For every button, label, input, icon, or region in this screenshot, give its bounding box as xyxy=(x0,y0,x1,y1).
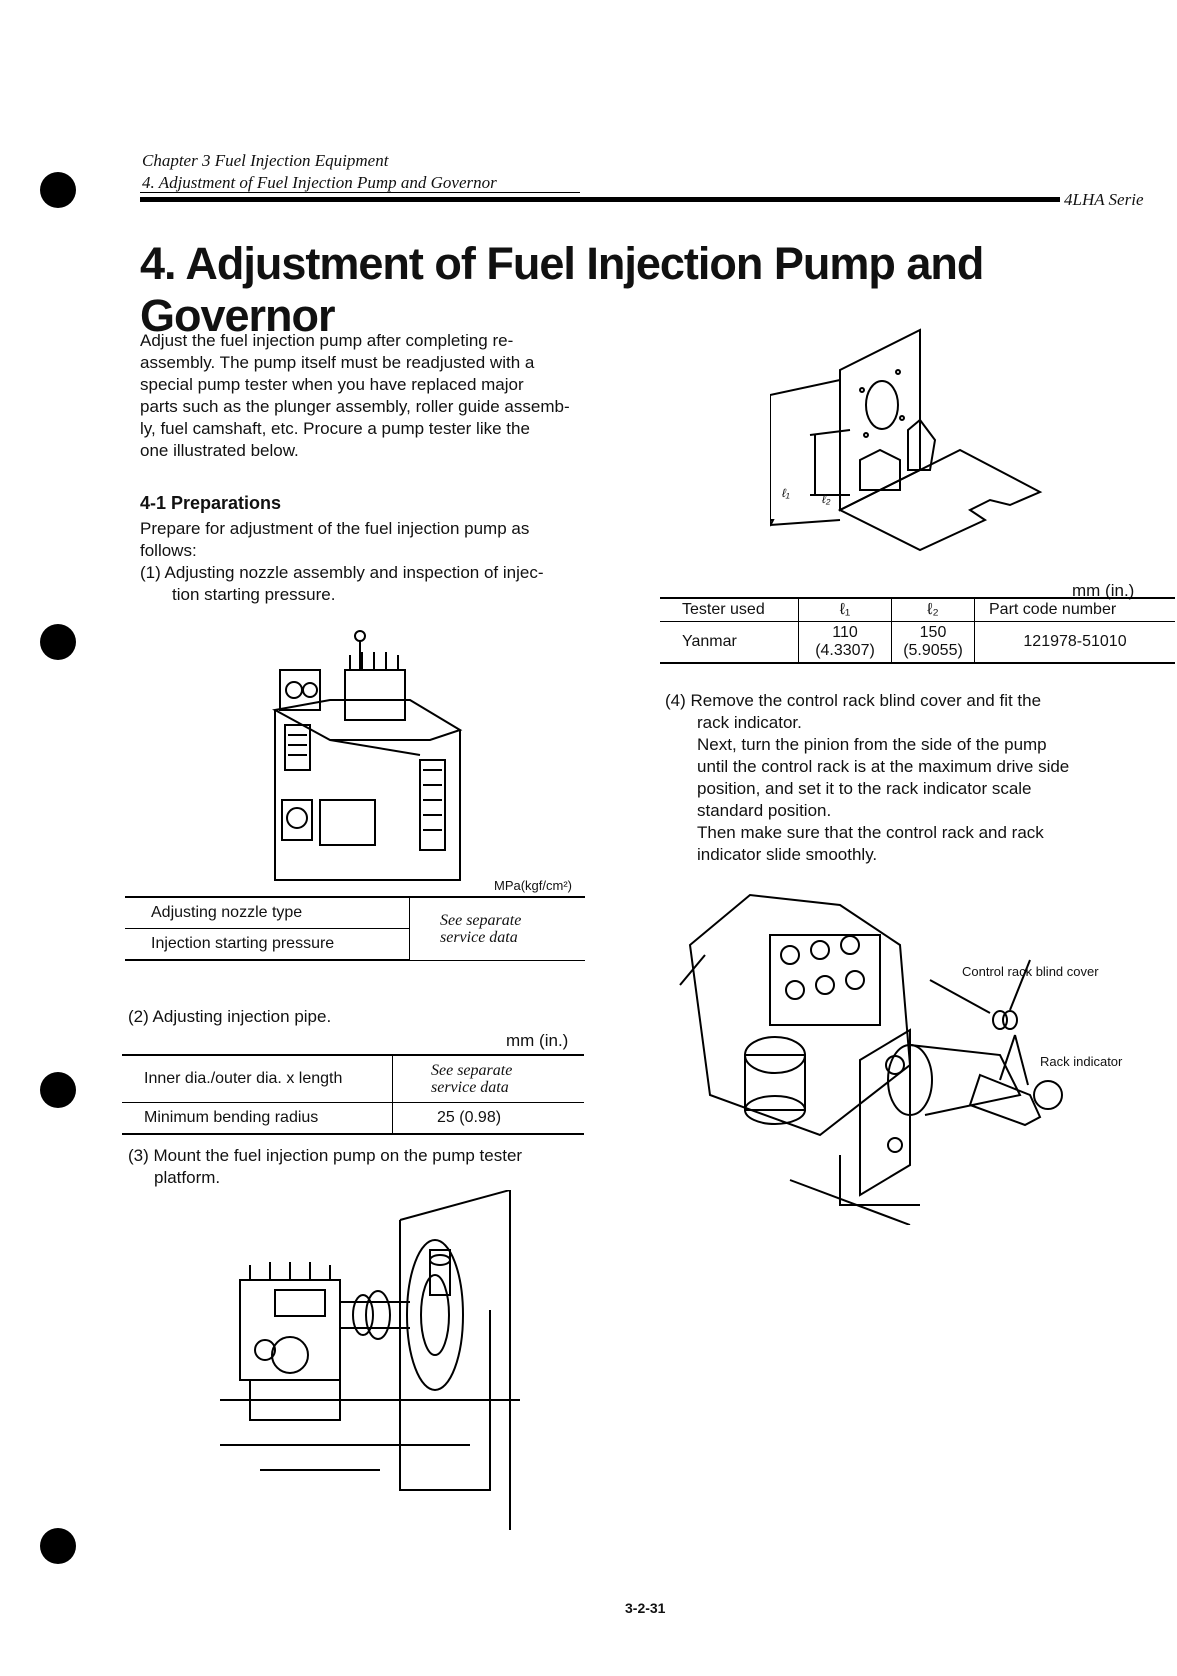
bracket-label-l1: ℓ₁ xyxy=(782,486,790,500)
item-3: (3) Mount the fuel injection pump on the… xyxy=(128,1146,523,1187)
preparations-text: Prepare for adjustment of the fuel injec… xyxy=(140,519,544,604)
table-row: Inner dia./outer dia. x length See separ… xyxy=(122,1054,584,1103)
table-row: Minimum bending radius 25 (0.98) xyxy=(122,1102,584,1135)
binder-hole xyxy=(40,172,76,208)
table-row: Tester used ℓ₁ ℓ₂ Part code number xyxy=(660,597,1175,622)
pipe-unit: mm (in.) xyxy=(506,1031,569,1050)
page-number: 3-2-31 xyxy=(625,1600,666,1616)
intro-paragraph: Adjust the fuel injection pump after com… xyxy=(140,331,570,460)
bracket-illustration xyxy=(770,328,1043,552)
section-label: 4. Adjustment of Fuel Injection Pump and… xyxy=(142,173,497,192)
nozzle-unit: MPa(kgf/cm²) xyxy=(494,878,572,893)
table-row: Adjusting nozzle type See separate servi… xyxy=(125,896,585,961)
pump-tester-illustration xyxy=(272,630,463,881)
pump-mounted-illustration xyxy=(220,1190,520,1530)
table-row: Yanmar 110 (4.3307) 150 (5.9055) 121978-… xyxy=(660,621,1175,664)
nozzle-table: Adjusting nozzle type See separate servi… xyxy=(125,896,585,961)
tester-table: Tester used ℓ₁ ℓ₂ Part code number Yanma… xyxy=(660,597,1175,664)
item-2: (2) Adjusting injection pipe. xyxy=(128,1007,332,1026)
page-title: 4. Adjustment of Fuel Injection Pump and… xyxy=(140,238,984,341)
binder-hole xyxy=(40,1072,76,1108)
rack-indicator-illustration xyxy=(679,893,1063,1225)
item-4: (4) Remove the control rack blind cover … xyxy=(665,691,1070,864)
binder-hole xyxy=(40,624,76,660)
header-rule-thick xyxy=(140,197,1060,202)
binder-hole xyxy=(40,1528,76,1564)
table-row: Injection starting pressure xyxy=(125,928,585,961)
callout-rack-indicator: Rack indicator xyxy=(1040,1054,1123,1069)
header-rule xyxy=(140,192,580,193)
tester-unit: mm (in.) xyxy=(1072,581,1135,600)
section-heading: 4-1 Preparations xyxy=(140,493,282,513)
callout-blind-cover: Control rack blind cover xyxy=(962,964,1099,979)
pipe-table: Inner dia./outer dia. x length See separ… xyxy=(122,1054,584,1135)
chapter-label: Chapter 3 Fuel Injection Equipment xyxy=(142,151,389,170)
series-label: 4LHA Serie xyxy=(1064,190,1144,209)
bracket-label-l2: ℓ₂ xyxy=(822,492,831,506)
